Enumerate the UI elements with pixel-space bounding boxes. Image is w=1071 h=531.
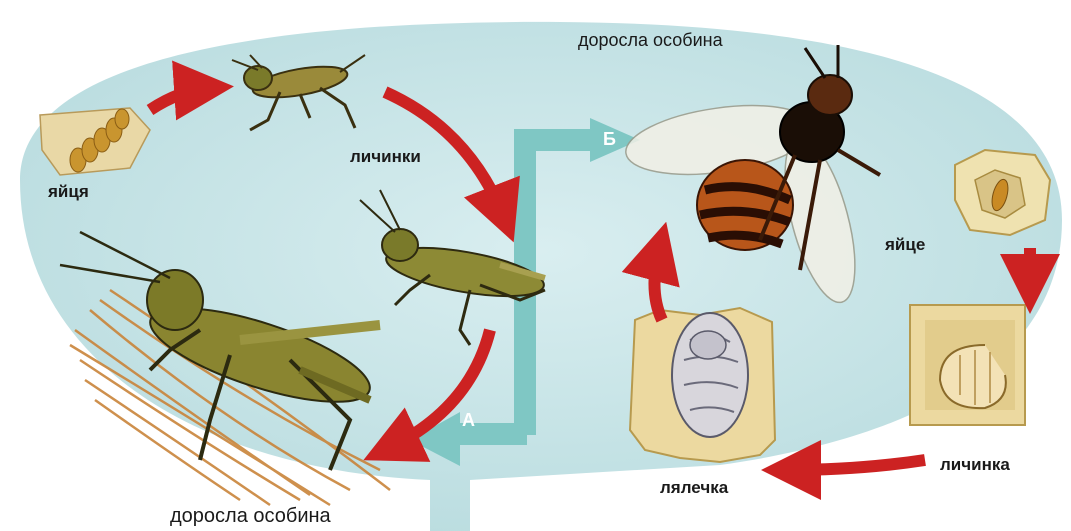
label-larva-bee: личинка <box>940 455 1010 475</box>
bee-larva-image <box>910 305 1025 425</box>
label-larvae-grasshopper: личинки <box>350 147 421 167</box>
label-adult-bee: доросла особина <box>578 30 723 51</box>
label-egg-bee: яйце <box>885 235 925 255</box>
label-adult-grasshopper: доросла особина <box>170 505 331 528</box>
label-pupa-bee: лялечка <box>660 478 728 498</box>
label-eggs-grasshopper: яйця <box>48 182 89 202</box>
marker-b: Б <box>603 129 616 150</box>
bee-pupa-image <box>630 308 775 462</box>
marker-a: А <box>462 410 475 431</box>
bee-egg-image <box>955 150 1050 235</box>
